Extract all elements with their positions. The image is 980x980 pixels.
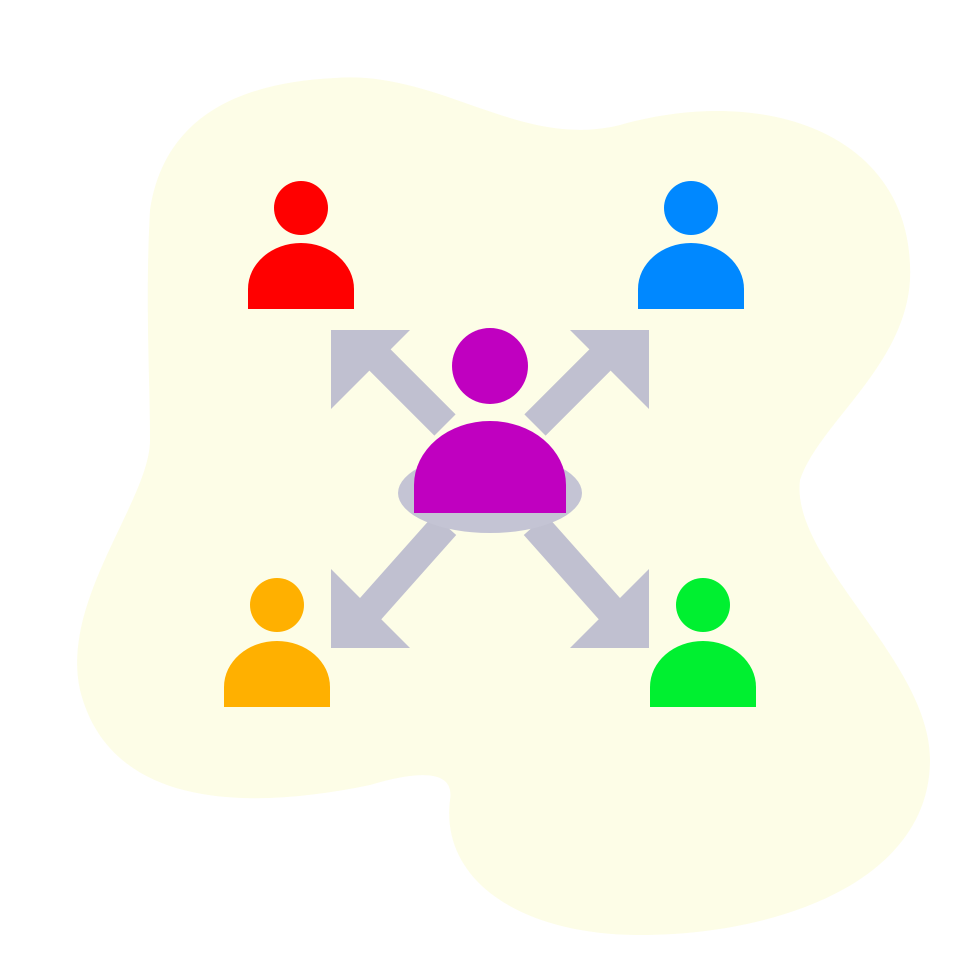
center-user-icon	[414, 328, 566, 513]
user-icon-bottom-left	[224, 578, 330, 707]
arrow-icon	[331, 515, 457, 648]
user-icon-bottom-right	[650, 578, 756, 707]
arrow-icon	[331, 330, 456, 436]
user-icon-top-right	[638, 181, 744, 309]
user-icon-top-left	[248, 181, 354, 309]
arrows-group	[331, 330, 649, 648]
arrow-icon	[524, 330, 649, 436]
arrow-icon	[523, 515, 649, 648]
